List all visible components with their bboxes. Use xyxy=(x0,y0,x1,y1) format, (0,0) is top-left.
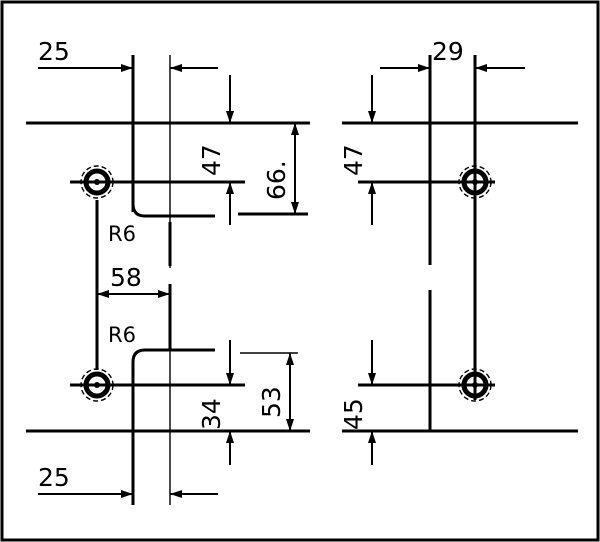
dim-bottom-left-total-height: 53 xyxy=(257,386,286,418)
dim-top-left-height: 47 xyxy=(197,144,226,176)
radius-label-upper: R6 xyxy=(108,222,136,246)
dim-left-spacing: 58 xyxy=(110,263,142,292)
dim-top-right-width: 29 xyxy=(432,37,464,66)
lower-left-hole-icon xyxy=(81,369,113,401)
dim-top-right-height: 47 xyxy=(339,144,368,176)
upper-left-hole-icon xyxy=(81,166,113,198)
upper-right-hole-icon xyxy=(459,166,491,198)
right-assembly: 29 47 45 xyxy=(339,37,578,465)
dim-top-left-total-height: 66. xyxy=(262,160,291,200)
dim-bottom-left-width: 25 xyxy=(38,463,70,492)
dim-bottom-right-height: 45 xyxy=(339,398,368,430)
lower-bracket xyxy=(131,348,215,384)
dim-top-left-width: 25 xyxy=(38,37,70,66)
radius-label-lower: R6 xyxy=(108,323,136,347)
lower-right-hole-icon xyxy=(459,369,491,401)
left-assembly: 25 25 58 R6 R6 47 66. 34 xyxy=(26,37,310,505)
upper-bracket xyxy=(131,180,215,218)
dim-bottom-left-height: 34 xyxy=(197,398,226,430)
